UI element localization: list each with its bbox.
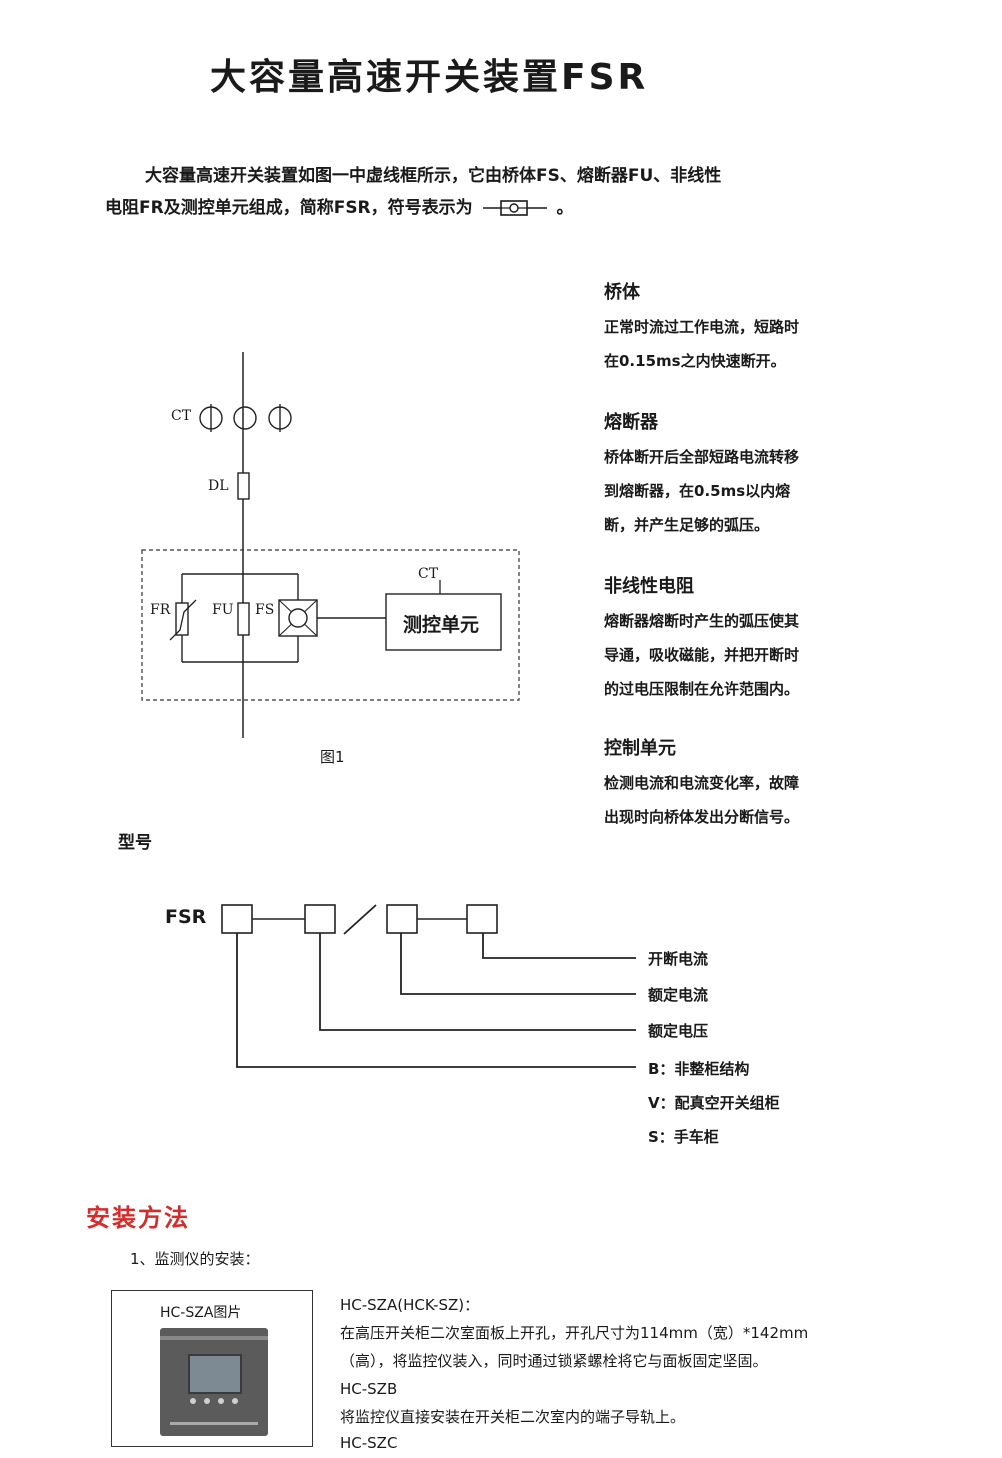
model-prefix: FSR	[165, 906, 207, 928]
dl-label: DL	[208, 478, 229, 494]
section-line: 断，并产生足够的弧压。	[604, 516, 770, 534]
intro-line-1: 大容量高速开关装置如图一中虚线框所示，它由桥体FS、熔断器FU、非线性	[105, 160, 875, 192]
device-screen	[188, 1354, 242, 1394]
install-line: 将监控仪直接安装在开关柜二次室内的端子导轨上。	[340, 1408, 686, 1426]
install-line: 在高压开关柜二次室面板上开孔，开孔尺寸为114mm（宽）*142mm	[340, 1324, 809, 1342]
model-label-v: V：配真空开关组柜	[648, 1094, 780, 1112]
fu-fuse	[237, 602, 250, 636]
monitor-device-image	[160, 1328, 268, 1436]
section-line: 的过电压限制在允许范围内。	[604, 680, 800, 698]
page-title: 大容量高速开关装置FSR	[210, 57, 649, 98]
fsr-symbol-icon	[482, 200, 547, 216]
intro-line-1-text: 大容量高速开关装置如图一中虚线框所示，它由桥体FS、熔断器FU、非线性	[145, 166, 722, 186]
section-line: 出现时向桥体发出分断信号。	[604, 808, 800, 826]
ct-label: CT	[171, 408, 192, 424]
install-subheading: 1、监测仪的安装：	[130, 1250, 260, 1268]
section-heading: 非线性电阻	[604, 576, 694, 597]
section-control-unit: 控制单元 检测电流和电流变化率，故障 出现时向桥体发出分断信号。	[604, 734, 854, 834]
section-line: 在0.15ms之内快速断开。	[604, 352, 786, 370]
intro-line-2-end: 。	[556, 198, 574, 218]
section-heading: 熔断器	[604, 412, 658, 433]
model-label-rated-voltage: 额定电压	[648, 1022, 709, 1040]
fsr-dashed-frame	[141, 549, 520, 701]
code-box-2	[304, 904, 336, 934]
fu-label: FU	[212, 602, 234, 618]
section-heading: 桥体	[604, 282, 640, 303]
install-line: HC-SZA(HCK-SZ)：	[340, 1296, 480, 1314]
fr-label: FR	[150, 602, 171, 618]
install-line: HC-SZB	[340, 1380, 398, 1398]
section-line: 到熔断器，在0.5ms以内熔	[604, 482, 791, 500]
section-fuse: 熔断器 桥体断开后全部短路电流转移 到熔断器，在0.5ms以内熔 断，并产生足够…	[604, 408, 854, 542]
ct-unit-label: CT	[418, 566, 439, 582]
code-box-1	[221, 904, 253, 934]
intro-paragraph: 大容量高速开关装置如图一中虚线框所示，它由桥体FS、熔断器FU、非线性 电阻FR…	[105, 160, 875, 224]
section-line: 检测电流和电流变化率，故障	[604, 774, 800, 792]
code-slash	[343, 904, 377, 935]
install-line: （高），将监控仪装入，同时通过锁紧螺栓将它与面板固定坚固。	[340, 1352, 768, 1370]
install-line: HC-SZC	[340, 1434, 398, 1452]
code-box-3	[386, 904, 418, 934]
fs-label: FS	[255, 602, 275, 618]
model-label-rated-current: 额定电流	[648, 986, 709, 1004]
figure-caption: 图1	[320, 748, 345, 766]
code-box-4	[466, 904, 498, 934]
dl-fuse	[237, 472, 250, 500]
device-photo-label: HC-SZA图片	[160, 1305, 242, 1321]
model-label-s: S：手车柜	[648, 1128, 719, 1146]
model-label-b: B：非整柜结构	[648, 1060, 750, 1078]
ct-circle-2	[233, 406, 257, 430]
model-heading: 型号	[118, 833, 152, 853]
section-heading: 控制单元	[604, 738, 676, 759]
intro-line-2: 电阻FR及测控单元组成，简称FSR，符号表示为 。	[105, 192, 875, 224]
section-line: 导通，吸收磁能，并把开断时	[604, 646, 800, 664]
model-label-breaking-current: 开断电流	[648, 950, 709, 968]
section-nonlinear-resistor: 非线性电阻 熔断器熔断时产生的弧压使其 导通，吸收磁能，并把开断时 的过电压限制…	[604, 572, 854, 706]
install-heading: 安装方法	[86, 1204, 190, 1232]
control-unit-box	[385, 593, 502, 651]
section-line: 正常时流过工作电流，短路时	[604, 318, 800, 336]
control-unit-label: 测控单元	[403, 614, 480, 636]
device-photo-frame	[111, 1290, 313, 1447]
intro-line-2-text: 电阻FR及测控单元组成，简称FSR，符号表示为	[105, 198, 473, 218]
section-bridge: 桥体 正常时流过工作电流，短路时 在0.15ms之内快速断开。	[604, 278, 854, 378]
section-line: 熔断器熔断时产生的弧压使其	[604, 612, 800, 630]
section-line: 桥体断开后全部短路电流转移	[604, 448, 800, 466]
